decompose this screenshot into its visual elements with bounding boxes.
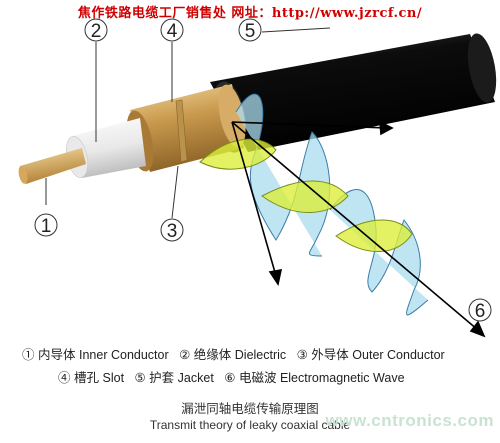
legend-cn: 外导体 (311, 348, 349, 362)
caption-chinese: 漏泄同轴电缆传输原理图 (181, 401, 319, 416)
callout-4-number: 4 (167, 21, 178, 42)
header-banner: 焦作铁路电缆工厂销售处 网址：http://www.jzrcf.cn/ (77, 6, 423, 21)
legend-cn: 绝缘体 (193, 348, 232, 362)
legend-cn: 电磁波 (238, 371, 277, 385)
legend-row-1: ① 内导体 Inner Conductor ② 绝缘体 Dielectric ③… (22, 344, 445, 363)
dielectric (65, 118, 146, 178)
legend-en: Slot (102, 371, 125, 385)
callout-6-number: 6 (475, 301, 486, 322)
callout-6: 6 (468, 298, 492, 322)
legend-en: Electromagnetic Wave (279, 371, 405, 385)
callout-3-number: 3 (167, 221, 178, 242)
electromagnetic-wave (199, 93, 429, 316)
callout-1-number: 1 (41, 216, 52, 237)
legend-en: Outer Conductor (352, 348, 445, 362)
watermark: www.cntronics.com (325, 411, 494, 430)
legend-en: Dielectric (234, 348, 287, 362)
legend-num: ① (22, 348, 35, 362)
legend-num: ④ (58, 371, 71, 385)
legend-cn: 护套 (149, 371, 175, 385)
callout-1: 1 (34, 213, 58, 237)
callout-5-number: 5 (245, 21, 256, 42)
legend-num: ② (179, 348, 191, 362)
leader-lines (45, 27, 331, 219)
legend-num: ③ (296, 348, 308, 362)
callout-4: 4 (160, 18, 184, 42)
legend-cn: 槽孔 (74, 371, 100, 385)
caption-english: Transmit theory of leaky coaxial cable (149, 418, 351, 432)
wave-arrows (231, 120, 486, 338)
legend-en: Jacket (177, 371, 214, 385)
inner-conductor (18, 148, 86, 184)
legend-num: ⑤ (134, 371, 146, 385)
legend-en: Inner Conductor (79, 348, 169, 362)
legend-row-2: ④ 槽孔 Slot ⑤ 护套 Jacket ⑥ 电磁波 Electromagne… (58, 367, 405, 386)
legend-cn: 内导体 (38, 348, 76, 362)
callout-2-number: 2 (91, 21, 102, 42)
callout-2: 2 (84, 18, 108, 42)
slot (175, 99, 188, 163)
legend-num: ⑥ (224, 371, 236, 385)
callout-3: 3 (160, 218, 184, 242)
callout-5: 5 (238, 18, 262, 42)
